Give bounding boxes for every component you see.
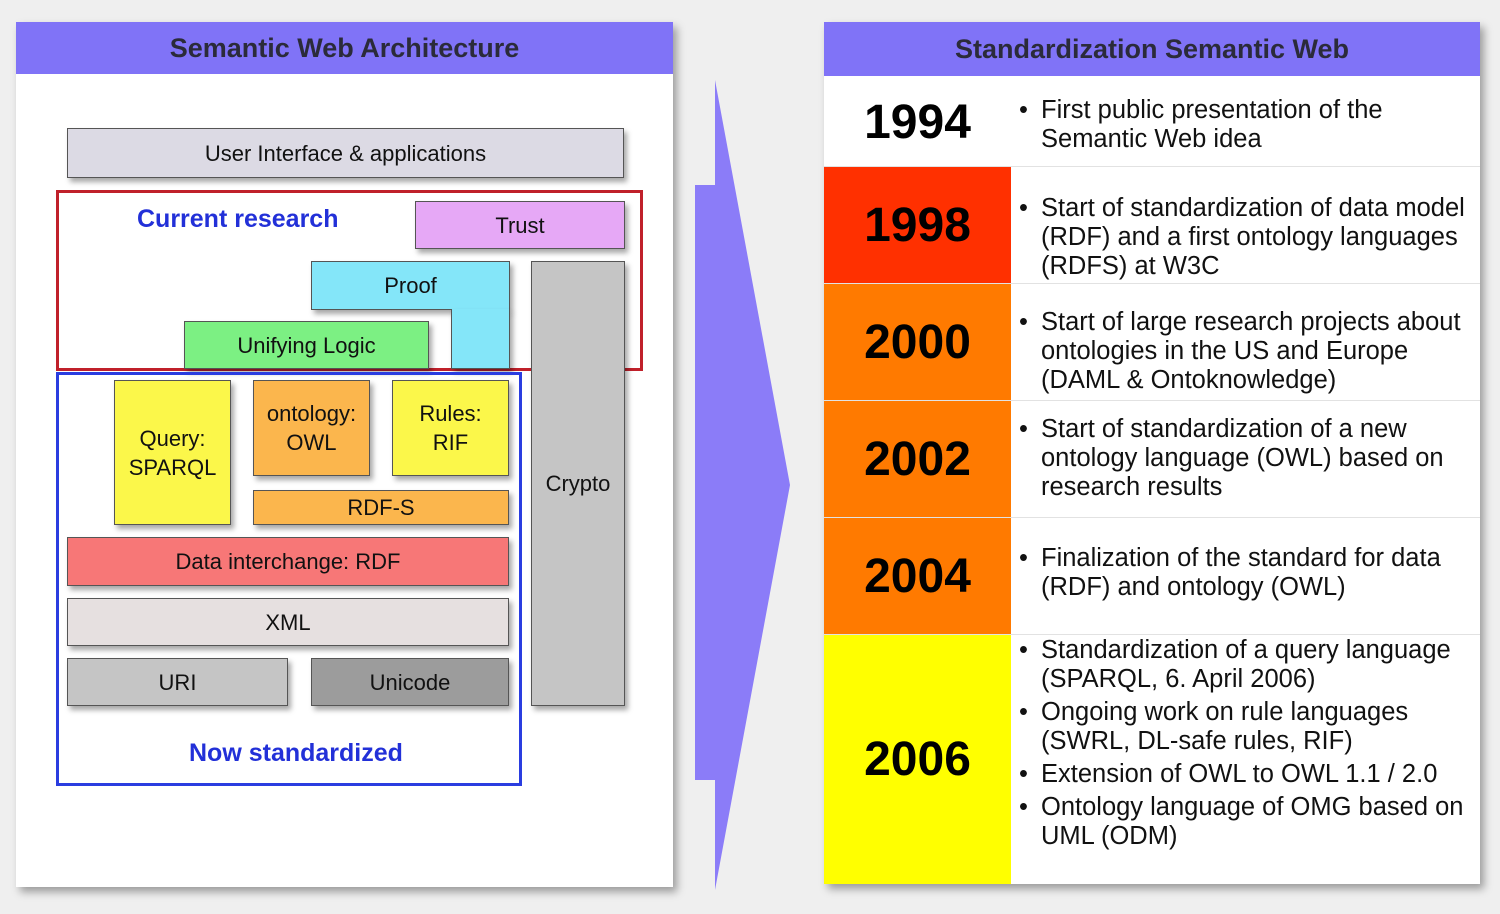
event-item: Standardization of a query language (SPA… xyxy=(1011,636,1480,694)
now-standardized-label: Now standardized xyxy=(189,739,403,767)
standardization-panel: Standardization Semantic Web 1994 First … xyxy=(824,22,1480,884)
architecture-panel: Semantic Web Architecture User Interface… xyxy=(16,22,673,887)
year-label: 2002 xyxy=(824,401,1011,517)
now-standardized-frame xyxy=(56,372,522,786)
right-arrow-icon xyxy=(695,80,790,890)
year-label: 2006 xyxy=(824,635,1011,884)
event-list: First public presentation of the Semanti… xyxy=(1011,78,1480,166)
event-list: Standardization of a query language (SPA… xyxy=(1011,635,1480,884)
layer-xml: XML xyxy=(67,598,509,646)
layer-trust: Trust xyxy=(415,201,625,249)
current-research-label: Current research xyxy=(137,205,339,233)
event-item: Finalization of the standard for data (R… xyxy=(1011,544,1480,602)
timeline-row: 2000 Start of large research projects ab… xyxy=(824,284,1480,401)
event-item: Start of standardization of data model (… xyxy=(1011,194,1480,281)
event-item: Start of standardization of a new ontolo… xyxy=(1011,415,1480,502)
event-item: Ongoing work on rule languages (SWRL, DL… xyxy=(1011,698,1480,756)
year-label: 1998 xyxy=(824,167,1011,283)
layer-ontology-owl: ontology: OWL xyxy=(253,380,370,476)
event-list: Start of large research projects about o… xyxy=(1011,284,1480,400)
timeline-row: 2006 Standardization of a query language… xyxy=(824,635,1480,884)
layer-rdf: Data interchange: RDF xyxy=(67,537,509,586)
layer-proof: Proof xyxy=(311,261,510,310)
event-list: Start of standardization of a new ontolo… xyxy=(1011,401,1480,517)
year-label: 1994 xyxy=(824,78,1011,166)
year-label: 2004 xyxy=(824,518,1011,634)
event-list: Finalization of the standard for data (R… xyxy=(1011,518,1480,634)
timeline-row: 1994 First public presentation of the Se… xyxy=(824,78,1480,167)
layer-user-interface: User Interface & applications xyxy=(67,128,624,178)
current-research-frame xyxy=(56,190,643,371)
layer-rdf-schema: RDF-S xyxy=(253,490,509,525)
timeline-row: 2002 Start of standardization of a new o… xyxy=(824,401,1480,518)
event-item: Start of large research projects about o… xyxy=(1011,308,1480,395)
event-item: Extension of OWL to OWL 1.1 / 2.0 xyxy=(1011,760,1480,789)
layer-proof-column xyxy=(451,309,510,369)
event-item: Ontology language of OMG based on UML (O… xyxy=(1011,793,1480,851)
layer-unicode: Unicode xyxy=(311,658,509,706)
year-label: 2000 xyxy=(824,284,1011,400)
layer-query-sparql: Query: SPARQL xyxy=(114,380,231,525)
layer-uri: URI xyxy=(67,658,288,706)
timeline-row: 1998 Start of standardization of data mo… xyxy=(824,167,1480,284)
architecture-panel-title: Semantic Web Architecture xyxy=(16,22,673,74)
layer-crypto: Crypto xyxy=(531,261,625,706)
layer-unifying-logic: Unifying Logic xyxy=(184,321,429,369)
event-list: Start of standardization of data model (… xyxy=(1011,167,1480,283)
event-item: First public presentation of the Semanti… xyxy=(1011,96,1480,154)
timeline-row: 2004 Finalization of the standard for da… xyxy=(824,518,1480,635)
layer-rules-rif: Rules: RIF xyxy=(392,380,509,476)
standardization-panel-title: Standardization Semantic Web xyxy=(824,22,1480,76)
